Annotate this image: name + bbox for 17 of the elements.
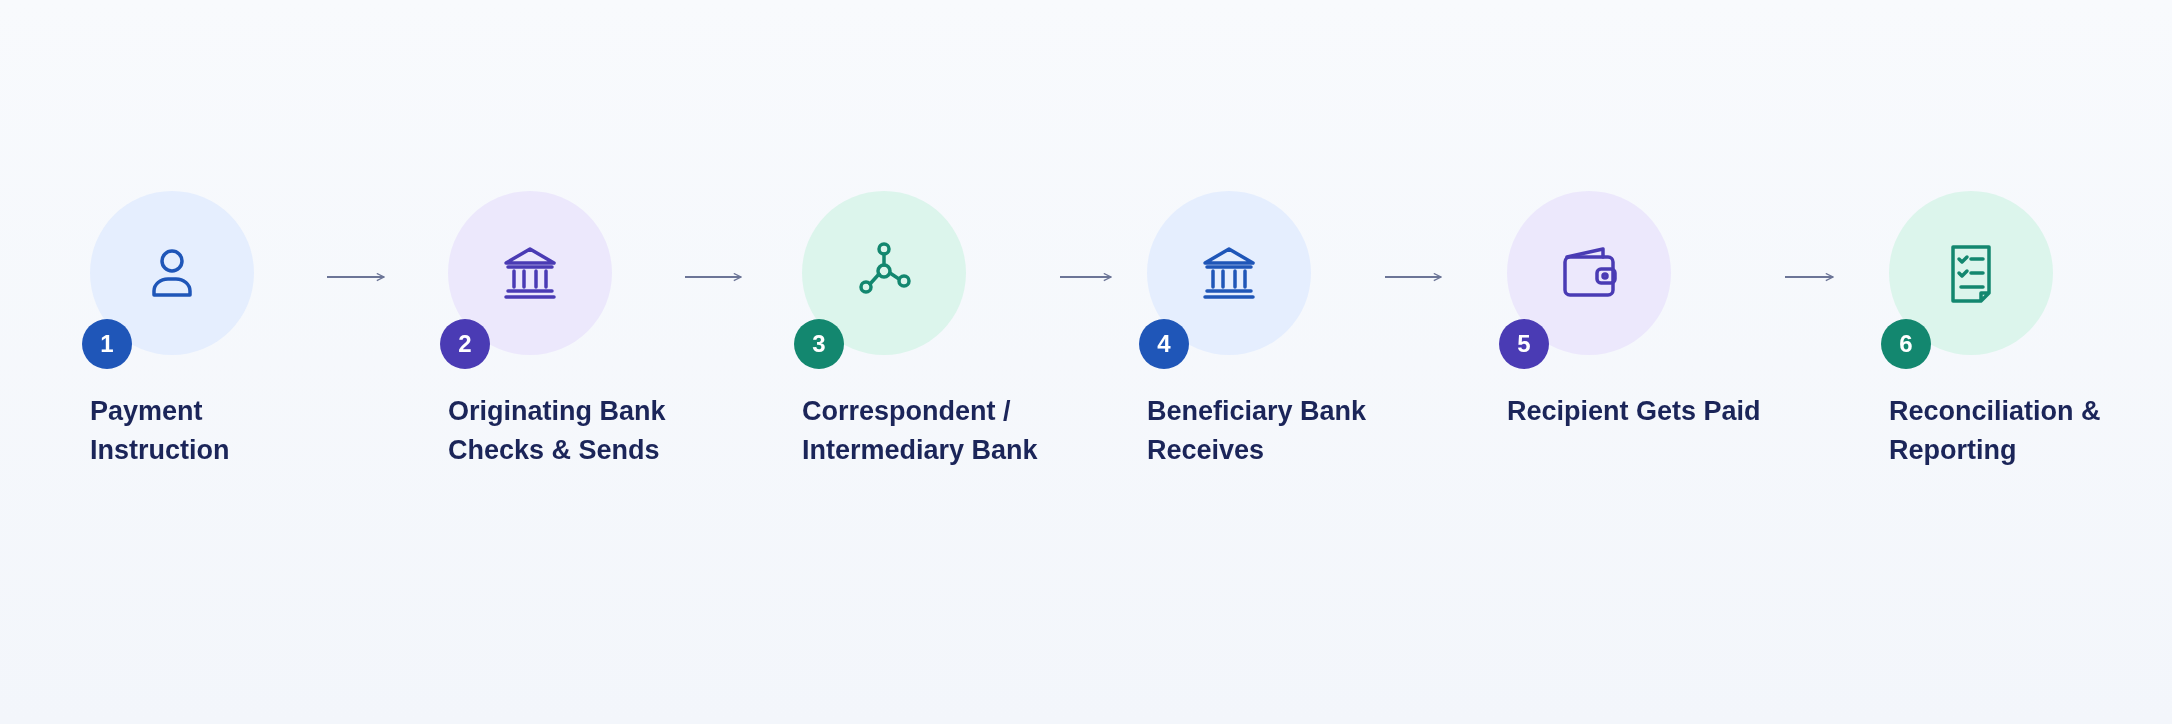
arrow (685, 272, 742, 282)
step-number: 2 (440, 319, 490, 369)
step-number: 5 (1499, 319, 1549, 369)
step-title: Originating Bank Checks & Sends (448, 395, 667, 467)
step-number: 3 (794, 319, 844, 369)
step-number: 6 (1881, 319, 1931, 369)
step-title: Payment Instruction (90, 395, 231, 467)
step-title: Beneficiary Bank Receives (1147, 395, 1368, 467)
arrow (1785, 272, 1834, 282)
step-number: 1 (82, 319, 132, 369)
arrow (1385, 272, 1442, 282)
arrow (1060, 272, 1112, 282)
step-title: Reconciliation & Reporting (1889, 395, 2102, 467)
step-number: 4 (1139, 319, 1189, 369)
arrow (327, 272, 385, 282)
step-title: Recipient Gets Paid (1507, 395, 1762, 428)
step-title: Correspondent / Intermediary Bank (802, 395, 1039, 467)
